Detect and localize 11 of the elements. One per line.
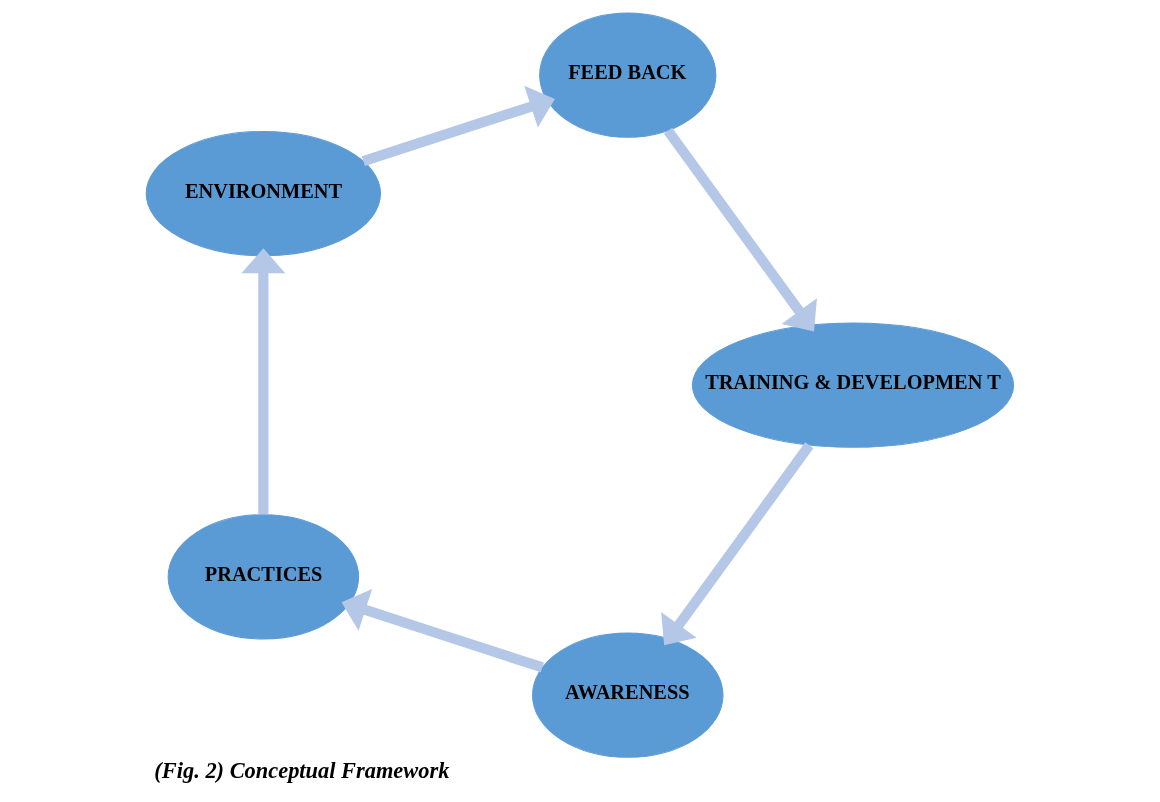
caption: (Fig. 2) Conceptual Framework bbox=[154, 757, 450, 783]
arrow bbox=[661, 441, 814, 645]
arrow bbox=[663, 127, 817, 331]
node-ellipse: PRACTICES bbox=[167, 513, 360, 639]
arrow bbox=[361, 85, 555, 166]
arrow bbox=[241, 247, 286, 514]
arrow bbox=[341, 588, 544, 672]
node-ellipse: AWARENESS bbox=[532, 632, 724, 758]
node-ellipse: ENVIRONMENT bbox=[145, 130, 381, 256]
node-ellipse: TRAINING & DEVELOPMEN T bbox=[691, 322, 1015, 448]
node-ellipse: FEED BACK bbox=[539, 12, 717, 138]
